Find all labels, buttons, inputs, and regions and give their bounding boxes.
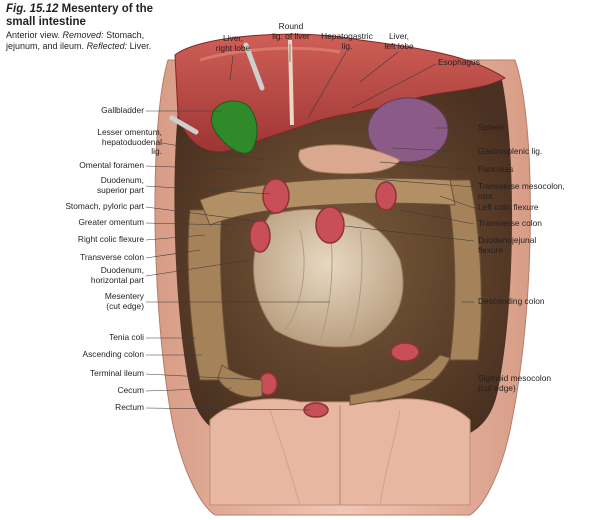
label-pancreas: Pancreas (478, 164, 514, 174)
leader-transverse-colon-l (145, 249, 201, 259)
label-transverse-colon-right: Transverse colon (478, 218, 542, 228)
rectus-fibers (269, 409, 401, 506)
label-descending-colon: Descending colon (478, 296, 545, 306)
reflected-text: Liver. (129, 41, 152, 51)
gallbladder (211, 100, 258, 154)
leader-lines (145, 44, 475, 411)
label-esophagus: Esophagus (438, 57, 480, 67)
liver-highlight (199, 46, 341, 62)
label-greater-omentum: Greater omentum (78, 217, 144, 227)
descending-colon (444, 179, 482, 361)
leader-terminal-ileum (145, 373, 263, 381)
round-ligament (288, 39, 294, 126)
figure-number: Fig. 15.12 (6, 3, 59, 15)
figure-caption: Fig. 15.12 Mesentery of the small intest… (6, 3, 176, 52)
label-lesser-omentum: Lesser omentum, hepatoduodenal lig. (97, 127, 162, 157)
leader-esophagus (351, 63, 437, 109)
leader-transverse-mesocolon (359, 177, 475, 188)
leader-lesser-omentum (161, 142, 266, 161)
label-terminal-ileum: Terminal ileum (90, 368, 144, 378)
label-transverse-mesocolon: Transverse mesocolon, root (478, 181, 565, 201)
leader-liver-right (229, 55, 234, 81)
label-duodenojejunal-flexure: Duodenojejunal flexure (478, 235, 537, 255)
label-sigmoid-mesocolon: Sigmoid mesocolon (cut edge) (478, 373, 552, 393)
leader-stomach-pyloric (145, 206, 263, 223)
reflected-label: Reflected: (86, 41, 128, 51)
retractor (169, 115, 199, 135)
figure-subtitle: Anterior view. Removed: Stomach, jejunum… (6, 30, 176, 52)
label-duodenum-superior: Duodenum, superior part (96, 175, 144, 195)
leader-duodenum-superior (145, 185, 271, 195)
figure-title: Fig. 15.12 Mesentery of the small intest… (6, 3, 176, 29)
label-stomach-pyloric: Stomach, pyloric part (65, 201, 144, 211)
label-liver-right-lobe: Liver, right lobe (215, 33, 251, 53)
leader-gastrosplenic (391, 147, 475, 153)
figure-title-text: Mesentery of the small intestine (6, 3, 154, 28)
retractor (243, 42, 265, 91)
label-hepatogastric-lig: Hepatogastric lig. (321, 31, 373, 51)
cut-bowel-lumens (249, 178, 420, 418)
duodenum-lumen (262, 178, 290, 214)
leader-cecum (145, 387, 233, 392)
label-mesentery: Mesentery (cut edge) (104, 291, 144, 311)
leader-omental-foramen (145, 165, 263, 171)
removed-text: Stomach, jejunum, and ileum. (6, 30, 145, 51)
jejunum-lumen (315, 206, 345, 244)
label-gallbladder: Gallbladder (101, 105, 144, 115)
label-duodenum-horizontal: Duodenum, horizontal part (90, 265, 144, 285)
label-gastrosplenic-lig: Gastrosplenic lig. (478, 146, 543, 156)
colon-lumen (390, 342, 420, 362)
leader-hepatogastric (307, 51, 347, 119)
leader-pancreas (379, 161, 475, 171)
view-text: Anterior view. (6, 30, 61, 40)
label-transverse-colon-left: Transverse colon (80, 252, 144, 262)
leader-liver-left (359, 51, 399, 83)
leader-duodenojejunal (344, 225, 475, 242)
sigmoid-colon (349, 354, 451, 406)
label-cecum: Cecum (117, 385, 144, 395)
label-liver-left-lobe: Liver, left lobe (384, 31, 414, 51)
mesentery (253, 208, 404, 348)
leader-right-colic (145, 234, 206, 241)
label-omental-foramen: Omental foramen (79, 160, 144, 170)
pancreas (298, 144, 401, 175)
label-right-colic-flexure: Right colic flexure (77, 234, 144, 244)
label-ascending-colon: Ascending colon (82, 349, 144, 359)
label-spleen: Spleen (478, 122, 505, 132)
label-rectum: Rectum (115, 402, 144, 412)
pylorus-lumen (249, 219, 271, 253)
transverse-colon-lumen (375, 181, 397, 211)
label-tenia-coli: Tenia coli (109, 332, 144, 342)
leader-greater-omentum (145, 222, 231, 226)
leader-duodenum-horizontal (145, 259, 251, 277)
leader-sigmoid-mesocolon (409, 378, 475, 381)
label-left-colic-flexure: Left colic flexure (478, 202, 539, 212)
leader-rectum (145, 407, 311, 411)
leader-transverse-colon-r (399, 209, 475, 225)
leader-left-colic (439, 195, 475, 209)
spleen (367, 97, 449, 163)
removed-label: Removed: (62, 30, 104, 40)
label-round-ligament: Round lig. of liver (272, 21, 310, 41)
